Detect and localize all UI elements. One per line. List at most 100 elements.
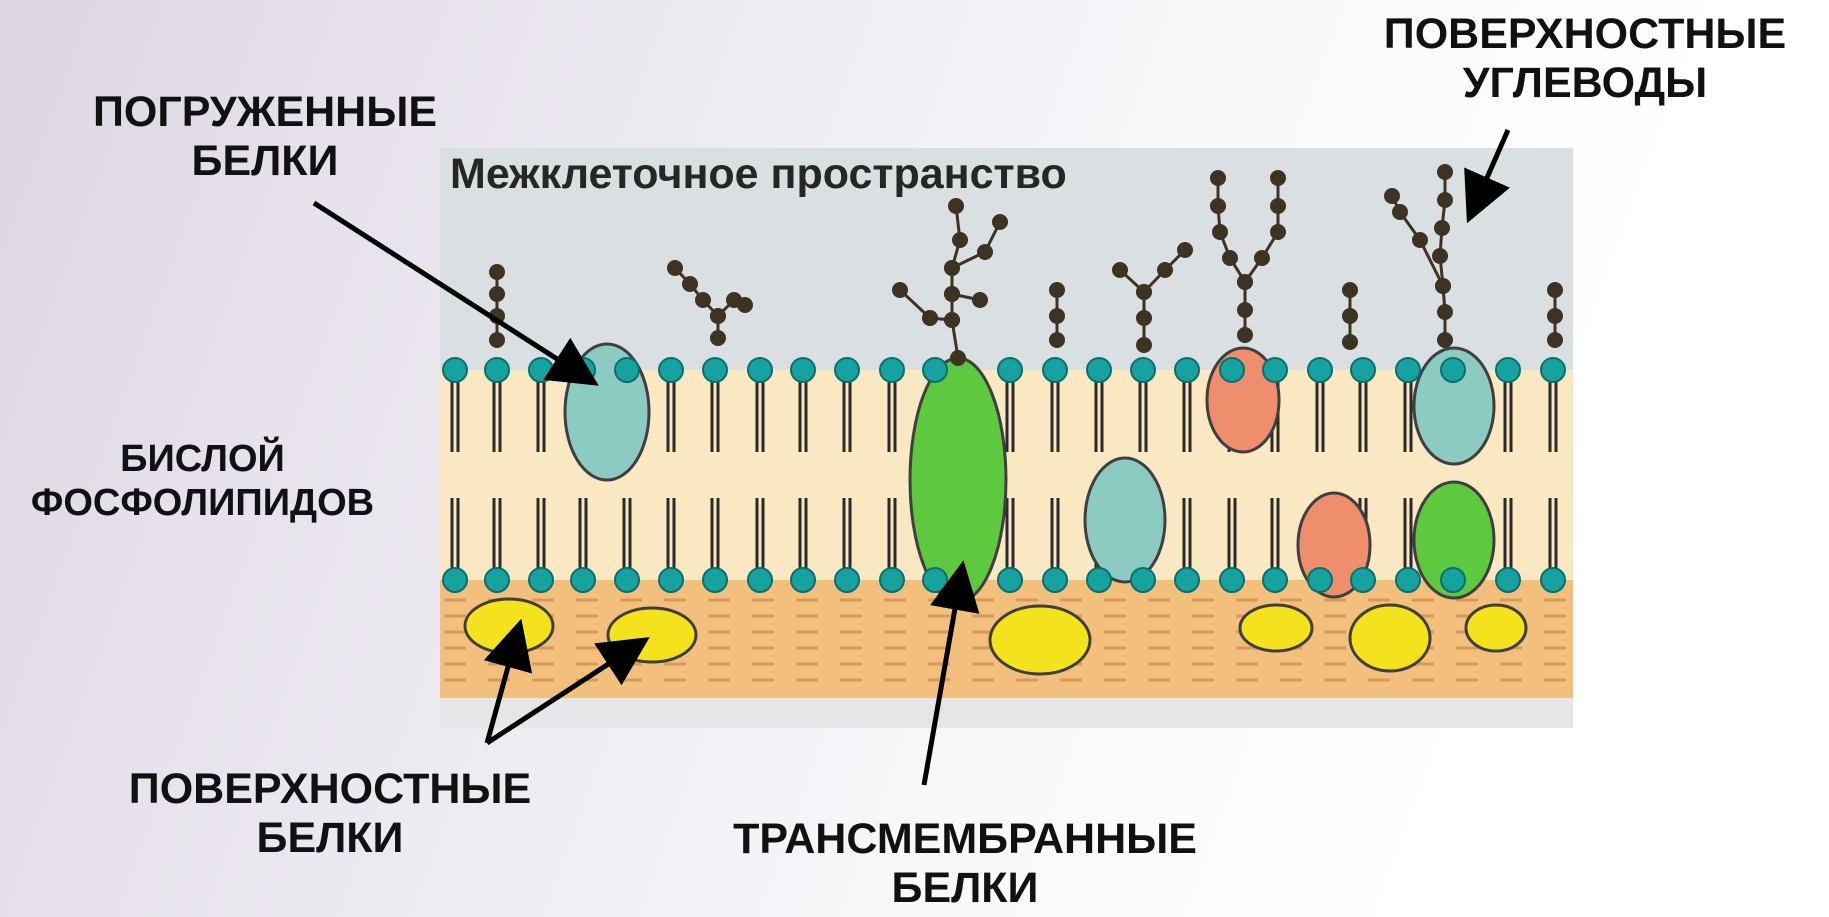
label-phospholipid-bilayer: БИСЛОЙ ФОСФОЛИПИДОВ bbox=[0, 438, 405, 525]
lipid-head-inner bbox=[529, 568, 553, 592]
lipid-head-inner bbox=[923, 568, 947, 592]
carbohydrate-bead bbox=[944, 286, 960, 302]
carbohydrate-bead bbox=[1270, 224, 1286, 240]
lipid-head-outer bbox=[1043, 358, 1067, 382]
carbohydrate-bead bbox=[992, 214, 1008, 230]
lipid-head-inner bbox=[835, 568, 859, 592]
carbohydrate-bead bbox=[737, 297, 753, 313]
carbohydrate-bead bbox=[1435, 278, 1451, 294]
lipid-head-inner bbox=[880, 568, 904, 592]
lipid-head-inner bbox=[1396, 568, 1420, 592]
lipid-head-outer bbox=[1263, 358, 1287, 382]
lipid-head-inner bbox=[571, 568, 595, 592]
label-transmembrane-proteins: ТРАНСМЕМБРАННЫЕ БЕЛКИ bbox=[685, 815, 1245, 914]
lipid-head-inner bbox=[1496, 568, 1520, 592]
carbohydrate-bead bbox=[1412, 232, 1428, 248]
lipid-head-inner bbox=[748, 568, 772, 592]
lipid-head-inner bbox=[615, 568, 639, 592]
lipid-head-outer bbox=[1131, 358, 1155, 382]
lipid-head-outer bbox=[1396, 358, 1420, 382]
carbohydrate-bead bbox=[1547, 282, 1563, 298]
carbohydrate-bead bbox=[1342, 308, 1358, 324]
lipid-head-inner bbox=[1043, 568, 1067, 592]
carbohydrate-bead bbox=[944, 312, 960, 328]
lipid-head-outer bbox=[998, 358, 1022, 382]
lipid-head-inner bbox=[1131, 568, 1155, 592]
carbohydrate-bead bbox=[1237, 327, 1253, 343]
carbohydrate-bead bbox=[892, 282, 908, 298]
label-carbs-line-2: УГЛЕВОДЫ bbox=[1350, 59, 1820, 108]
carbohydrate-bead bbox=[1437, 304, 1453, 320]
carbohydrate-bead bbox=[950, 350, 966, 366]
carbohydrate-bead bbox=[1254, 250, 1270, 266]
label-transmembrane-line-1: ТРАНСМЕМБРАННЫЕ bbox=[685, 815, 1245, 864]
surface-protein-yellow bbox=[465, 599, 553, 653]
lipid-head-inner bbox=[998, 568, 1022, 592]
label-carbs-line-1: ПОВЕРХНОСТНЫЕ bbox=[1350, 10, 1820, 59]
surface-protein-yellow bbox=[1350, 605, 1430, 671]
label-bilayer-line-2: ФОСФОЛИПИДОВ bbox=[0, 482, 405, 526]
label-submerged-line-2: БЕЛКИ bbox=[55, 137, 475, 186]
lipid-head-outer bbox=[659, 358, 683, 382]
lipid-head-outer bbox=[1441, 358, 1465, 382]
label-surface-proteins: ПОВЕРХНОСТНЫЕ БЕЛКИ bbox=[95, 765, 565, 864]
cytoplasm-edge bbox=[440, 698, 1573, 728]
lipid-head-outer bbox=[880, 358, 904, 382]
lipid-head-inner bbox=[1220, 568, 1244, 592]
carbohydrate-bead bbox=[1136, 337, 1152, 353]
lipid-head-inner bbox=[1175, 568, 1199, 592]
carbohydrate-bead bbox=[489, 286, 505, 302]
carbohydrate-bead bbox=[1437, 164, 1453, 180]
carbohydrate-bead bbox=[948, 198, 964, 214]
lipid-head-inner bbox=[1263, 568, 1287, 592]
carbohydrate-bead bbox=[489, 264, 505, 280]
carbohydrate-bead bbox=[952, 232, 968, 248]
carbohydrate-bead bbox=[1547, 332, 1563, 348]
lipid-head-inner bbox=[1308, 568, 1332, 592]
lipid-head-inner bbox=[659, 568, 683, 592]
lipid-head-inner bbox=[485, 568, 509, 592]
carbohydrate-bead bbox=[1270, 198, 1286, 214]
carbohydrate-bead bbox=[1547, 308, 1563, 324]
carbohydrate-bead bbox=[1212, 224, 1228, 240]
lipid-head-outer bbox=[1220, 358, 1244, 382]
carbohydrate-bead bbox=[1270, 170, 1286, 186]
lipid-head-outer bbox=[443, 358, 467, 382]
carbohydrate-bead bbox=[1049, 332, 1065, 348]
carbohydrate-bead bbox=[1049, 282, 1065, 298]
label-transmembrane-line-2: БЕЛКИ bbox=[685, 864, 1245, 913]
lipid-head-outer bbox=[1175, 358, 1199, 382]
carbohydrate-bead bbox=[710, 308, 726, 324]
carbohydrate-bead bbox=[1432, 248, 1448, 264]
lipid-head-inner bbox=[703, 568, 727, 592]
carbohydrate-bead bbox=[922, 310, 938, 326]
lipid-head-inner bbox=[791, 568, 815, 592]
carbohydrate-bead bbox=[1049, 308, 1065, 324]
lipid-head-inner bbox=[1541, 568, 1565, 592]
carbohydrate-bead bbox=[1342, 334, 1358, 350]
surface-protein-yellow bbox=[1240, 605, 1312, 651]
lipid-head-outer bbox=[703, 358, 727, 382]
label-submerged-line-1: ПОГРУЖЕННЫЕ bbox=[55, 88, 475, 137]
carbohydrate-bead bbox=[695, 292, 711, 308]
carbohydrate-bead bbox=[1437, 332, 1453, 348]
label-bilayer-line-1: БИСЛОЙ bbox=[0, 438, 405, 482]
lipid-head-outer bbox=[1496, 358, 1520, 382]
lipid-head-outer bbox=[1541, 358, 1565, 382]
lipid-head-outer bbox=[1308, 358, 1332, 382]
carbohydrate-bead bbox=[1437, 192, 1453, 208]
surface-protein-yellow bbox=[1466, 605, 1526, 651]
label-submerged-proteins: ПОГРУЖЕННЫЕ БЕЛКИ bbox=[55, 88, 475, 187]
lipid-head-outer bbox=[615, 358, 639, 382]
carbohydrate-bead bbox=[1392, 204, 1408, 220]
label-surface-carbohydrates: ПОВЕРХНОСТНЫЕ УГЛЕВОДЫ bbox=[1350, 10, 1820, 109]
carbohydrate-bead bbox=[1157, 262, 1173, 278]
lipid-head-inner bbox=[1087, 568, 1111, 592]
carbohydrate-bead bbox=[1342, 282, 1358, 298]
label-surface-proteins-line-1: ПОВЕРХНОСТНЫЕ bbox=[95, 765, 565, 814]
submerged-protein-teal-bottom bbox=[1085, 458, 1165, 582]
lipid-head-outer bbox=[791, 358, 815, 382]
carbohydrate-bead bbox=[1237, 274, 1253, 290]
carbohydrate-bead bbox=[1384, 188, 1400, 204]
